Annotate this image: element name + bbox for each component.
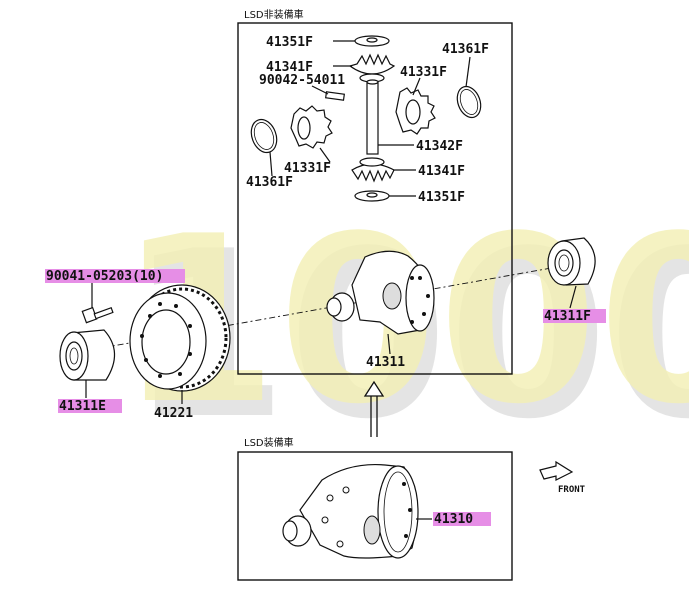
upper-assembly-box bbox=[237, 22, 513, 375]
highlight-41310 bbox=[433, 512, 491, 526]
bearing-left bbox=[59, 329, 116, 381]
highlight-41311e bbox=[58, 399, 122, 413]
differential-case bbox=[326, 250, 435, 335]
pin bbox=[324, 91, 346, 101]
label-41311e: 41311E bbox=[59, 399, 106, 414]
pinion-shaft bbox=[366, 79, 379, 155]
washer-left bbox=[250, 118, 278, 154]
bolt bbox=[81, 306, 114, 324]
assembly-arrow bbox=[363, 380, 385, 437]
bearing-right bbox=[547, 237, 596, 286]
ring-gear bbox=[129, 284, 231, 392]
label-41331-right: 41331F bbox=[400, 65, 447, 80]
side-gear-bottom bbox=[351, 157, 395, 183]
side-gear-top bbox=[348, 53, 396, 83]
label-41351-bottom: 41351F bbox=[418, 190, 465, 205]
label-41351-top: 41351F bbox=[266, 35, 313, 50]
lower-assembly-box bbox=[237, 451, 513, 581]
label-41311: 41311 bbox=[366, 355, 405, 370]
highlight-90041 bbox=[45, 269, 185, 283]
lower-box-title: LSD装備車 bbox=[244, 436, 294, 449]
label-41361-right: 41361F bbox=[442, 42, 489, 57]
label-90041: 90041-05203(10) bbox=[46, 269, 163, 284]
thrust-washer-top bbox=[354, 35, 390, 47]
label-41221: 41221 bbox=[154, 406, 193, 421]
washer-right bbox=[456, 85, 482, 119]
label-41342: 41342F bbox=[416, 139, 463, 154]
front-label: FRONT bbox=[558, 485, 586, 495]
highlight-41311f bbox=[543, 309, 606, 323]
label-41331-left: 41331F bbox=[284, 161, 331, 176]
label-41310: 41310 bbox=[434, 512, 473, 527]
label-41311f: 41311F bbox=[544, 309, 591, 324]
thrust-washer-bottom bbox=[354, 190, 390, 202]
label-41361-left: 41361F bbox=[246, 175, 293, 190]
lsd-assembly bbox=[282, 463, 419, 559]
pinion-gear-right bbox=[395, 87, 436, 135]
upper-box-title: LSD非装備車 bbox=[244, 8, 304, 21]
pinion-gear-left bbox=[290, 105, 333, 149]
label-90042: 90042-54011 bbox=[259, 73, 345, 88]
label-41341-top: 41341F bbox=[266, 60, 313, 75]
front-arrow-icon bbox=[539, 460, 574, 481]
label-41341-bottom: 41341F bbox=[418, 164, 465, 179]
